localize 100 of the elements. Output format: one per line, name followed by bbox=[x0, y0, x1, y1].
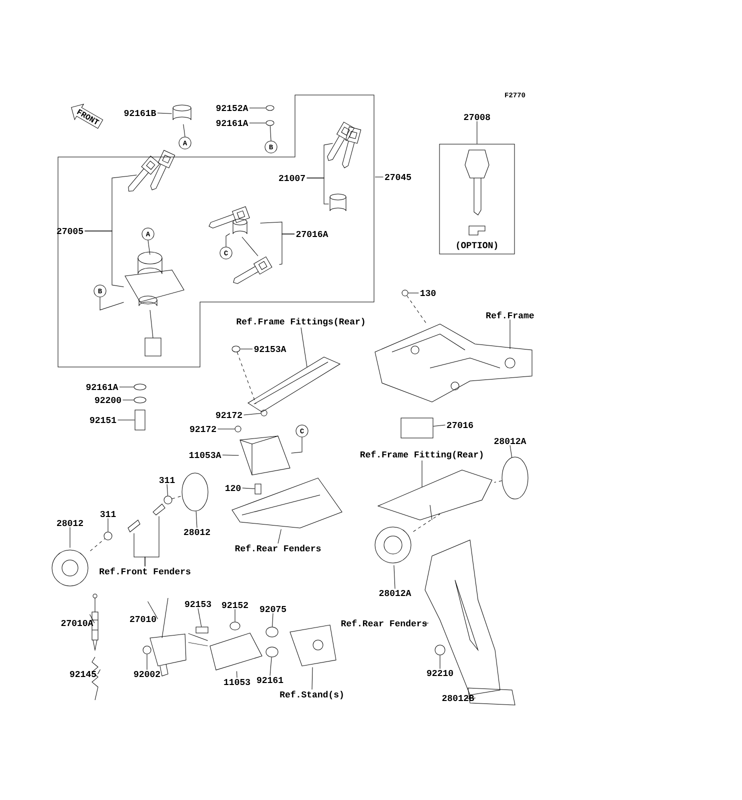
alignment-line bbox=[236, 352, 256, 404]
bolt-drawing bbox=[402, 290, 408, 296]
leader-line bbox=[84, 230, 124, 288]
leader-line bbox=[226, 233, 230, 247]
leader-line bbox=[279, 234, 295, 265]
switch-drawing bbox=[124, 252, 184, 356]
leader-line bbox=[157, 112, 172, 114]
leader-line bbox=[466, 698, 476, 699]
leader-line bbox=[148, 601, 158, 620]
leader-line bbox=[408, 292, 419, 294]
bolt-drawing bbox=[134, 410, 146, 430]
nut-drawing bbox=[104, 532, 112, 540]
callout-number: 92161A bbox=[216, 120, 248, 126]
washer-drawing bbox=[134, 384, 146, 390]
plate-drawing bbox=[210, 632, 262, 670]
leader-line bbox=[422, 622, 429, 624]
leader-line bbox=[90, 614, 95, 624]
callout-number: 11053 bbox=[224, 678, 250, 686]
callout-number: 28012A bbox=[379, 590, 412, 596]
callout-number: 92210 bbox=[427, 670, 453, 676]
callout-number: 120 bbox=[226, 484, 241, 492]
switch-drawing bbox=[92, 594, 98, 650]
callout-number: 92152 bbox=[222, 602, 248, 608]
callout-number: 92002 bbox=[134, 670, 160, 678]
reference-label: Ref.Front Fenders bbox=[100, 568, 190, 574]
reference-label: Ref.Frame bbox=[486, 312, 534, 318]
leader-line bbox=[100, 297, 124, 310]
leader-line bbox=[312, 667, 313, 690]
reflector-drawing bbox=[502, 456, 528, 500]
washer-drawing bbox=[230, 622, 240, 630]
callout-number: 27016 bbox=[447, 422, 473, 428]
washer-drawing bbox=[266, 626, 278, 638]
callout-number: 92161B bbox=[124, 110, 156, 116]
callout-number: 27010A bbox=[61, 620, 94, 626]
washer-drawing bbox=[434, 644, 446, 656]
leader-line bbox=[148, 240, 150, 255]
bracket-drawing bbox=[400, 418, 434, 438]
cap-drawing bbox=[172, 104, 192, 120]
reflector-drawing bbox=[52, 550, 88, 586]
callout-number: 92152A bbox=[216, 104, 248, 112]
leader-line bbox=[394, 565, 396, 589]
callout-number: 28012A bbox=[494, 438, 526, 444]
nut-drawing bbox=[142, 646, 152, 654]
leader-line bbox=[196, 510, 198, 528]
bolt-drawing bbox=[254, 484, 262, 494]
leader-line bbox=[374, 176, 384, 178]
callout-number: 311 bbox=[100, 510, 116, 518]
leader-line bbox=[144, 516, 160, 567]
stud-drawing bbox=[128, 520, 140, 532]
leader-line bbox=[476, 121, 478, 144]
leader-line bbox=[306, 178, 329, 204]
leader-line bbox=[249, 122, 266, 124]
stud-drawing bbox=[152, 504, 166, 516]
option-box: (OPTION) bbox=[439, 144, 515, 254]
alignment-line bbox=[172, 496, 182, 500]
callout-number: 92172 bbox=[216, 412, 242, 418]
leader-line bbox=[183, 124, 186, 137]
key-drawing bbox=[128, 150, 176, 192]
callout-number: 27016A bbox=[296, 230, 328, 238]
leader-line bbox=[236, 671, 238, 678]
cap-drawing bbox=[330, 194, 346, 212]
callout-number: 92153 bbox=[185, 600, 212, 608]
leader-line bbox=[270, 657, 272, 676]
key-drawing bbox=[327, 122, 362, 168]
stand-drawing bbox=[290, 624, 336, 666]
reflector-drawing bbox=[182, 472, 208, 512]
washer-drawing bbox=[266, 646, 278, 658]
leader-line bbox=[218, 428, 235, 430]
key-drawing bbox=[233, 256, 272, 284]
shaft-drawing bbox=[188, 633, 208, 641]
leader-line bbox=[272, 613, 274, 628]
alignment-line bbox=[90, 538, 105, 552]
callout-number: 28012 bbox=[184, 528, 210, 536]
leader-line bbox=[98, 669, 100, 674]
frame-drawing bbox=[374, 324, 532, 402]
washer-drawing bbox=[266, 120, 274, 126]
leader-line bbox=[242, 488, 255, 490]
reference-label: Ref.Frame Fittings(Rear) bbox=[236, 318, 364, 326]
callout-number: 28012 bbox=[57, 520, 83, 526]
leader-line bbox=[146, 654, 148, 670]
leader-line bbox=[291, 437, 302, 454]
callout-number: 27008 bbox=[464, 114, 490, 120]
leader-line bbox=[300, 327, 308, 368]
reflector-drawing bbox=[374, 526, 412, 564]
washer-drawing bbox=[134, 396, 146, 404]
callout-number: 92153A bbox=[254, 346, 286, 352]
shaft-drawing bbox=[188, 642, 208, 646]
reference-label: Ref.Rear Fenders bbox=[235, 544, 321, 552]
leader-line bbox=[244, 413, 262, 416]
leader-line bbox=[433, 424, 446, 427]
callout-number: 28012B bbox=[442, 694, 474, 702]
bracket-drawing bbox=[248, 356, 340, 412]
alignment-line bbox=[406, 295, 426, 323]
callout-number: 92161 bbox=[257, 676, 284, 684]
leader-line bbox=[234, 609, 236, 622]
callout-number: 92145 bbox=[70, 670, 96, 678]
leader-line bbox=[166, 484, 168, 496]
reference-label: Ref.Frame Fitting(Rear) bbox=[360, 450, 483, 460]
alignment-line bbox=[413, 514, 440, 532]
lock-drawing bbox=[208, 206, 258, 256]
